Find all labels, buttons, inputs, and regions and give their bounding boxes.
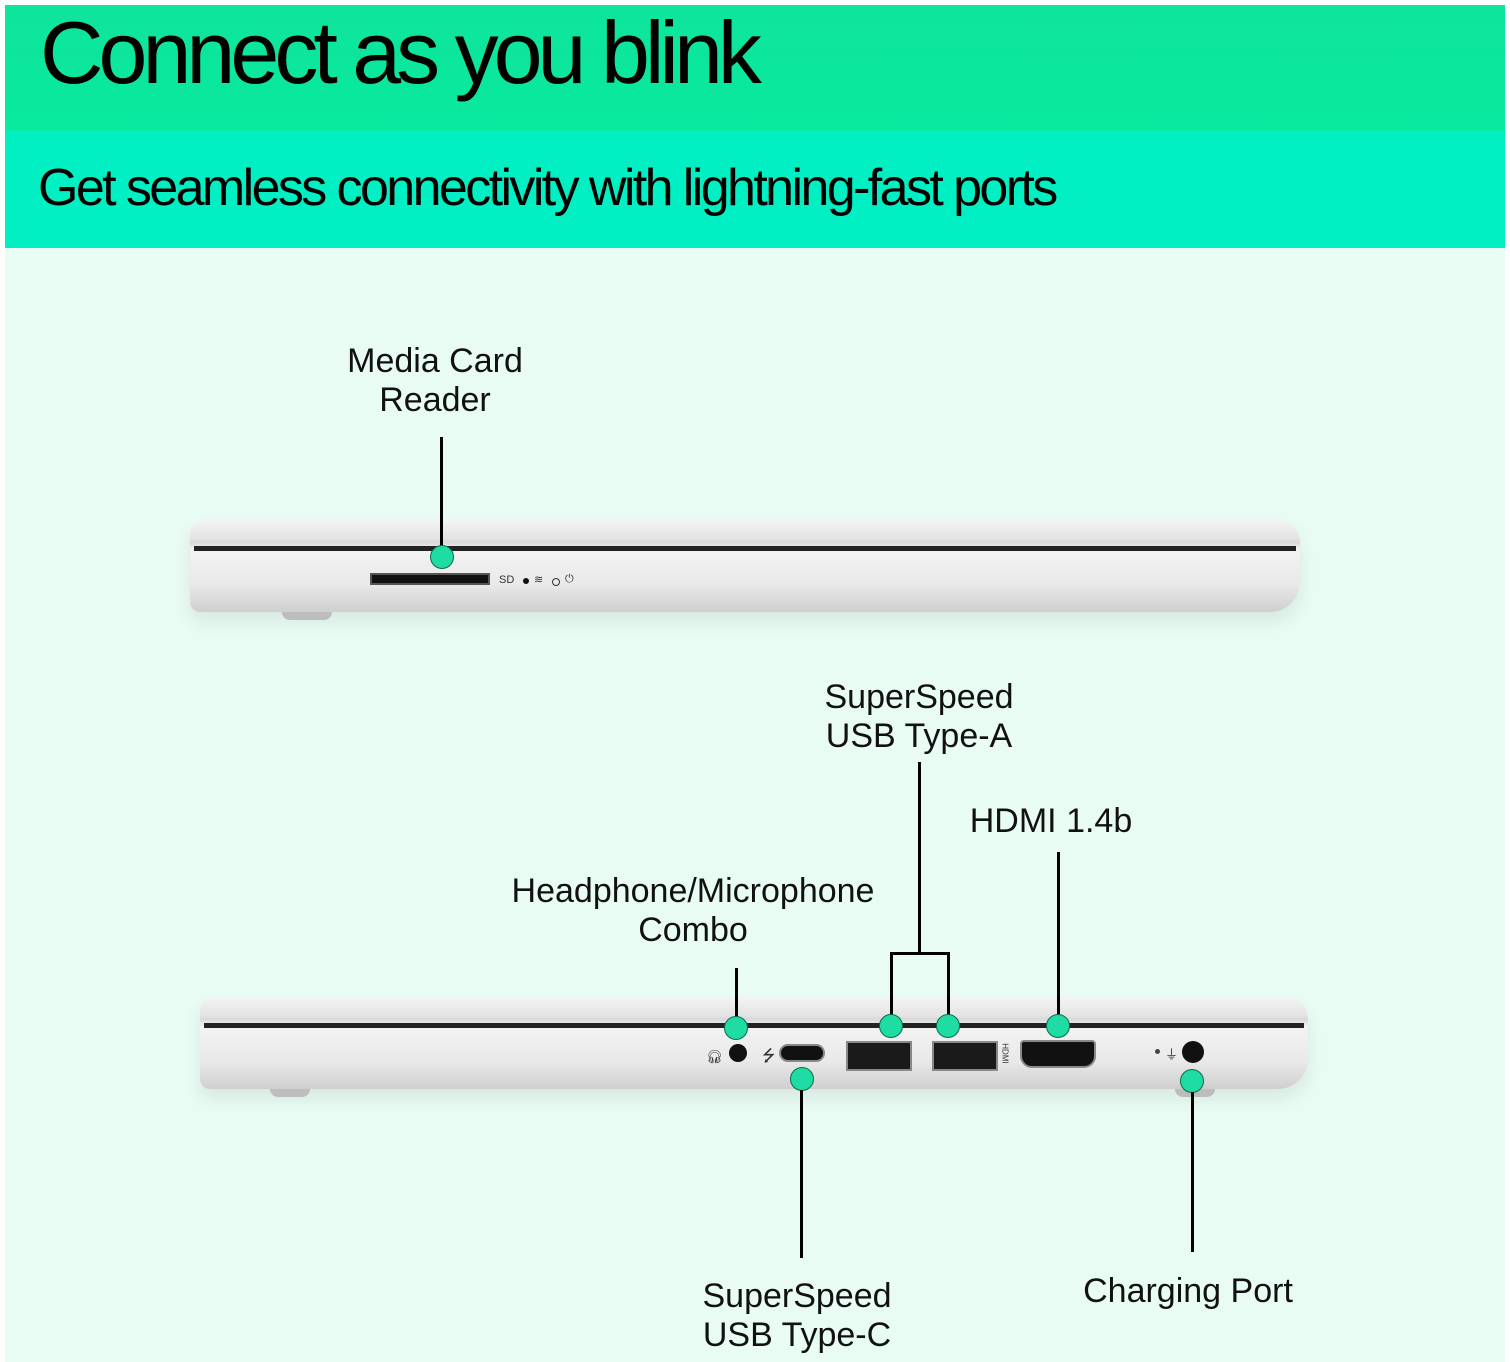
- callout-dot-usb-a-2: [936, 1014, 960, 1038]
- label-line: Media Card: [347, 342, 523, 380]
- callout-line: [918, 762, 921, 954]
- plug-icon: ⏚: [1165, 1047, 1179, 1062]
- label-superspeed-usb-a: SuperSpeed USB Type-A: [824, 678, 1013, 756]
- usb-a-port-1: [846, 1041, 912, 1071]
- hdmi-marking: HDMI: [1000, 1043, 1010, 1064]
- lid-seam: [194, 546, 1296, 551]
- label-line: Combo: [638, 911, 748, 949]
- laptop-right-side: 🎧︎ ⭍ HDMI ⏚: [200, 997, 1308, 1089]
- callout-dot-usb-c: [790, 1067, 814, 1091]
- callout-dot-hdmi: [1046, 1014, 1070, 1038]
- label-line: Headphone/Microphone: [511, 872, 875, 910]
- sd-card-slot: [370, 573, 490, 585]
- page-title: Connect as you blink: [40, 3, 762, 102]
- hdmi-port: [1020, 1040, 1096, 1068]
- callout-bracket: [890, 952, 950, 955]
- headphone-icon: 🎧︎: [706, 1049, 723, 1064]
- label-media-card-reader: Media Card Reader: [347, 342, 523, 420]
- subheader-band: [5, 131, 1505, 248]
- callout-line: [947, 952, 950, 1026]
- callout-dot-headphone: [724, 1016, 748, 1040]
- laptop-foot: [282, 612, 332, 620]
- content-background: [5, 248, 1505, 1362]
- label-line: SuperSpeed: [824, 678, 1014, 716]
- callout-line: [890, 952, 893, 1026]
- page-subtitle: Get seamless connectivity with lightning…: [38, 159, 1058, 217]
- lid-seam: [204, 1023, 1304, 1028]
- usb-a-port-2: [932, 1041, 998, 1071]
- charging-port: [1182, 1041, 1204, 1063]
- label-line: Reader: [379, 381, 491, 419]
- laptop-foot: [270, 1089, 310, 1097]
- header-band: [5, 5, 1505, 131]
- callout-dot-charging: [1180, 1069, 1204, 1093]
- usb-icon: ⭍: [762, 1048, 776, 1065]
- storage-icon: ≋: [534, 574, 544, 586]
- callout-line: [735, 968, 738, 1028]
- laptop-left-side: SD ≋ ⏻: [190, 520, 1300, 612]
- callout-dot-media-card: [430, 545, 454, 569]
- label-line: SuperSpeed: [702, 1277, 892, 1315]
- led-icon: [552, 578, 560, 586]
- callout-line: [440, 437, 443, 557]
- label-superspeed-usb-c: SuperSpeed USB Type-C: [702, 1277, 891, 1355]
- label-line: USB Type-C: [702, 1316, 892, 1354]
- callout-line: [800, 1090, 803, 1258]
- label-hdmi: HDMI 1.4b: [969, 802, 1133, 840]
- label-charging-port: Charging Port: [1083, 1272, 1293, 1310]
- callout-line: [1191, 1092, 1194, 1252]
- power-icon: ⏻: [565, 573, 574, 585]
- usb-c-port: [779, 1044, 825, 1062]
- audio-jack: [729, 1044, 747, 1062]
- charge-led: [1155, 1049, 1160, 1054]
- label-headphone-combo: Headphone/Microphone Combo: [512, 872, 875, 950]
- callout-dot-usb-a-1: [879, 1014, 903, 1038]
- laptop-foot: [1175, 1089, 1215, 1097]
- led-icon: [523, 578, 529, 584]
- callout-line: [1057, 852, 1060, 1026]
- sd-marking: SD: [499, 574, 515, 586]
- label-line: USB Type-A: [825, 717, 1013, 755]
